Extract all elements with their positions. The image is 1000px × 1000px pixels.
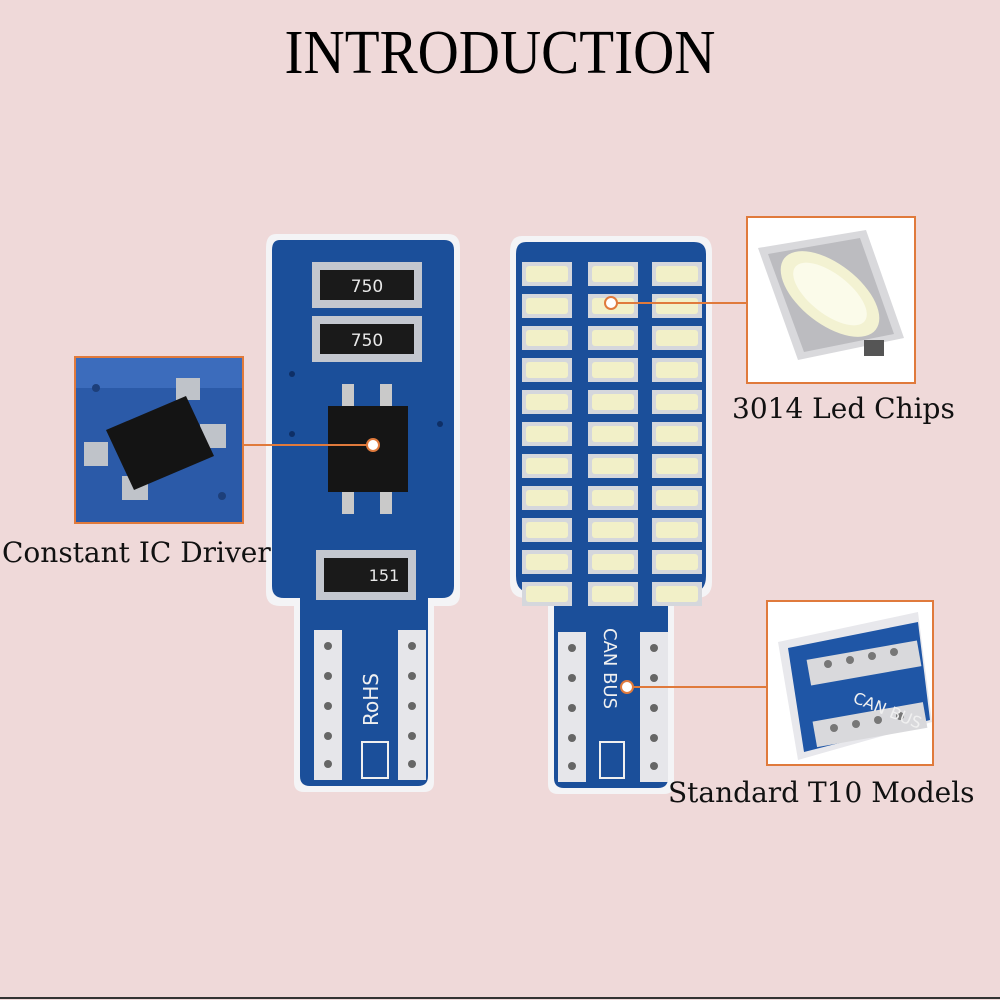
pcb-back-board: 750 750 151 RoHS <box>266 234 460 792</box>
ic-driver-caption: Constant IC Driver <box>2 536 271 569</box>
ic-driver-inset <box>74 356 244 524</box>
led-chip-lens <box>526 586 568 602</box>
led-chip-lens <box>526 522 568 538</box>
led-chip-lens <box>526 458 568 474</box>
led-chip-leader <box>612 302 746 304</box>
led-chip-lens <box>526 330 568 346</box>
led-chip-inset <box>746 216 916 384</box>
led-chip-lens <box>656 458 698 474</box>
led-chip-lens <box>656 394 698 410</box>
led-chip-lens <box>592 266 634 282</box>
resistor-label-1: 750 <box>351 277 383 297</box>
led-chip-lens <box>656 426 698 442</box>
led-chip-lens <box>592 522 634 538</box>
t10-caption: Standard T10 Models <box>668 776 975 809</box>
led-chip-lens <box>656 266 698 282</box>
resistor-label-3: 151 <box>369 566 400 585</box>
resistor-label-2: 750 <box>351 331 383 351</box>
led-chip-lens <box>592 586 634 602</box>
canbus-marking: CAN BUS <box>599 628 620 709</box>
led-chip-lens <box>526 266 568 282</box>
led-chip-lens <box>592 554 634 570</box>
pcb-led-board: CAN BUS <box>510 236 712 794</box>
page-title: INTRODUCTION <box>284 19 716 87</box>
led-chip-lens <box>526 362 568 378</box>
led-chip-lens <box>526 394 568 410</box>
led-chip-lens <box>592 362 634 378</box>
led-chip-lens <box>656 554 698 570</box>
led-chip-lens <box>592 490 634 506</box>
led-chip-lens <box>656 522 698 538</box>
led-chip-lens <box>526 490 568 506</box>
rohs-marking: RoHS <box>359 673 383 726</box>
led-chips-caption: 3014 Led Chips <box>732 392 955 425</box>
ic-driver-marker <box>366 438 380 452</box>
led-chip-lens <box>656 298 698 314</box>
t10-leader <box>628 686 766 688</box>
t10-inset: CAN BUS <box>766 600 934 766</box>
led-chip-grid <box>522 262 702 606</box>
led-chip-lens <box>592 394 634 410</box>
led-chip-marker <box>604 296 618 310</box>
led-chip-lens <box>526 298 568 314</box>
led-chip-lens <box>592 458 634 474</box>
led-chip-lens <box>526 426 568 442</box>
ic-driver-leader <box>244 444 372 446</box>
led-chip-lens <box>592 330 634 346</box>
led-chip-lens <box>656 490 698 506</box>
led-chip-lens <box>526 554 568 570</box>
led-chip-lens <box>656 586 698 602</box>
led-chip-lens <box>656 362 698 378</box>
led-chip-lens <box>592 426 634 442</box>
t10-marker <box>620 680 634 694</box>
led-chip-lens <box>656 330 698 346</box>
bottom-divider <box>0 997 1000 999</box>
